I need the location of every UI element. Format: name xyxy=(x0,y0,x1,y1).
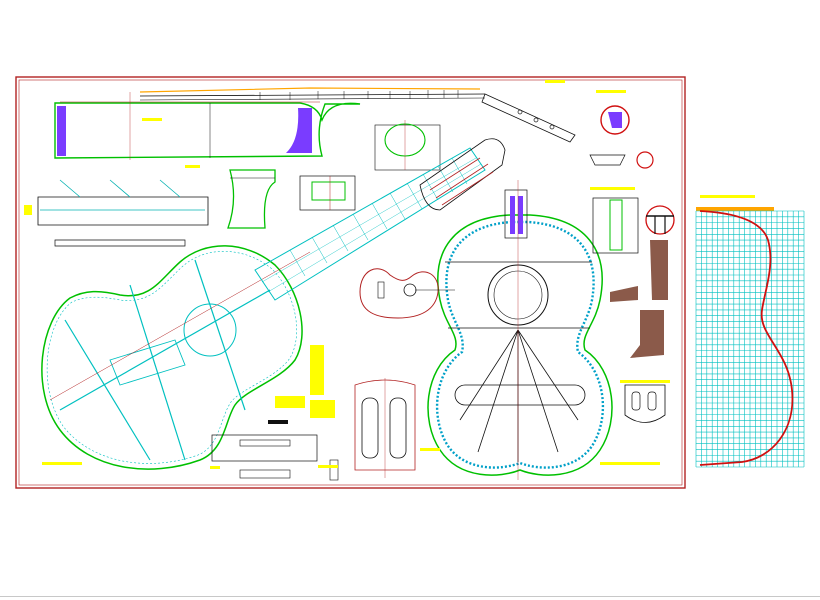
guitar-interior-view xyxy=(427,180,613,480)
body-half-outline-curve xyxy=(699,210,794,466)
neck-heel-profile xyxy=(227,169,276,229)
rosette-detail xyxy=(600,105,630,135)
template-grid xyxy=(695,210,805,468)
drawing-sheet xyxy=(15,76,686,489)
right-details xyxy=(589,105,675,423)
neck-fretboard xyxy=(254,138,506,301)
interior-body-outline xyxy=(427,214,613,476)
heel-block-front xyxy=(299,175,356,211)
neck-side-profile xyxy=(139,87,576,143)
neck-block xyxy=(510,196,515,234)
bridge-patch xyxy=(454,384,586,406)
guitar-body-outline xyxy=(41,245,303,470)
outline-grid-template xyxy=(695,195,805,468)
rib-block-left xyxy=(57,106,66,156)
sheet-outer-border xyxy=(15,76,686,489)
rib-block-right xyxy=(286,108,312,153)
headstock-outline xyxy=(419,138,506,211)
end-block-shape xyxy=(630,310,664,358)
guitar-top-view xyxy=(41,245,311,470)
annotation-marks xyxy=(24,80,670,469)
side-rib-panel xyxy=(54,92,361,160)
heel-cap-shape xyxy=(650,240,668,300)
sound-hole xyxy=(183,303,237,357)
bridge-details xyxy=(211,420,339,481)
interior-braces xyxy=(445,261,592,462)
bottom-rule xyxy=(0,596,820,597)
brace-sections xyxy=(37,179,209,247)
sheet-inner-border xyxy=(18,79,683,486)
small-guitar-sketch xyxy=(359,268,455,319)
headstock-slot-detail xyxy=(354,378,416,478)
neck-cross-section xyxy=(374,120,441,171)
side-fret-ticks xyxy=(259,90,459,100)
top-braces xyxy=(59,259,271,461)
